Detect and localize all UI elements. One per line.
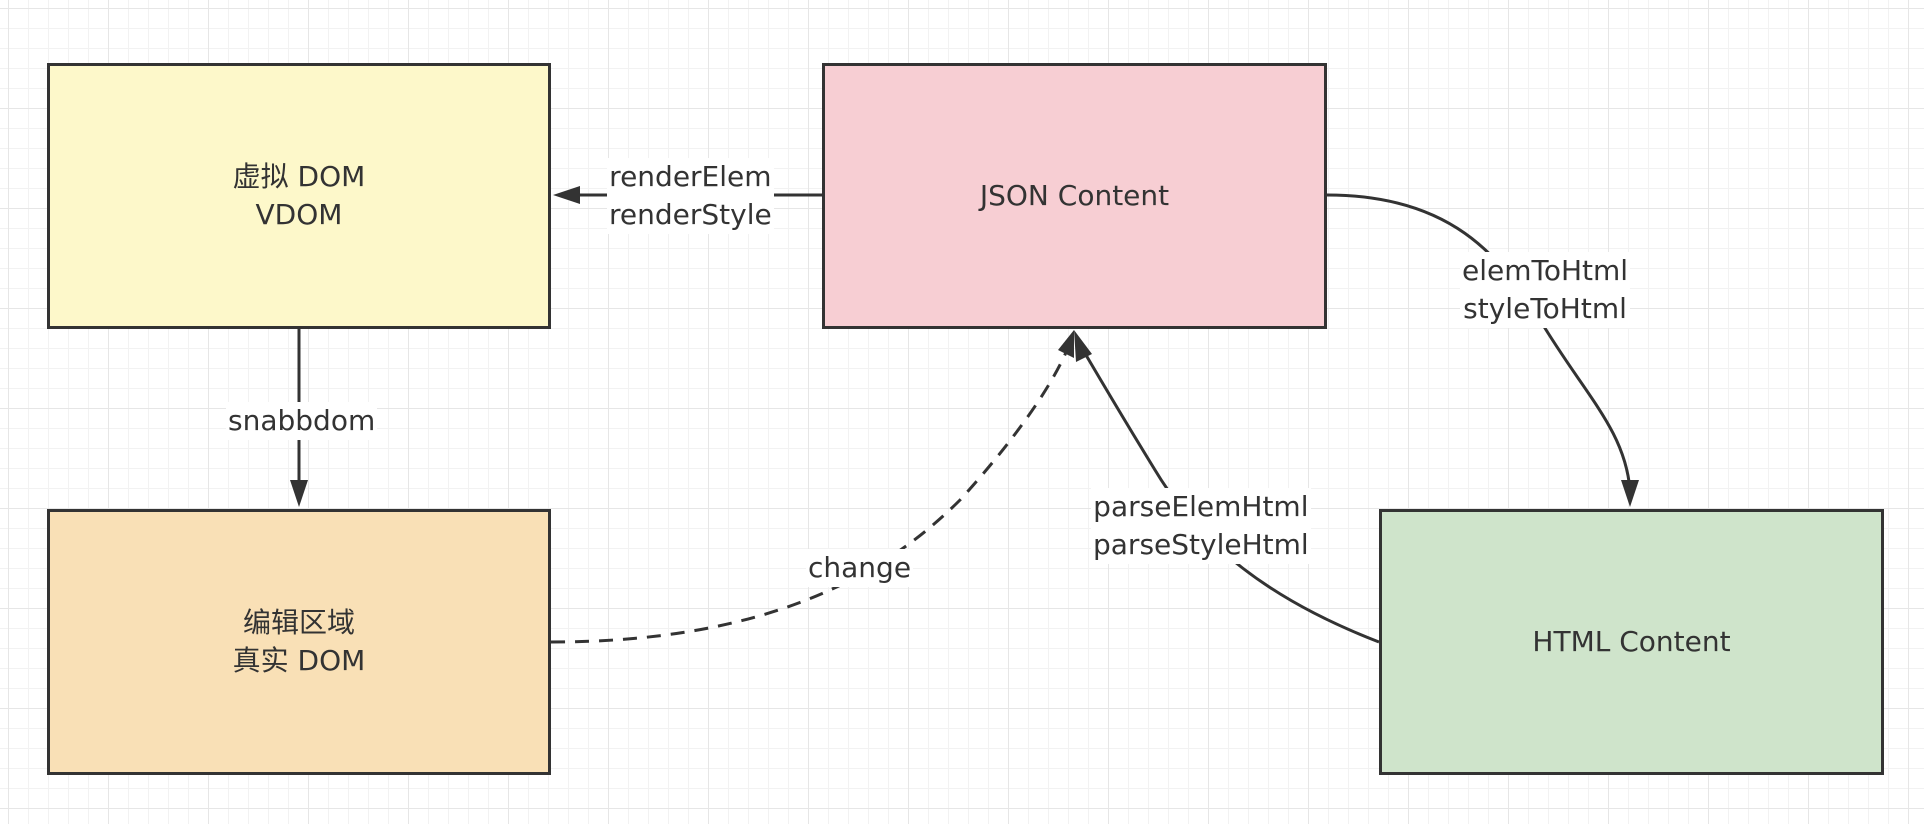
edge-edit-to-json (550, 349, 1069, 644)
arrowhead-vdom-to-edit (290, 480, 308, 507)
arrowhead-edit-to-json (1058, 330, 1074, 358)
edge-label-edit-to-json: change (806, 549, 914, 587)
edge-label-json-to-vdom: renderElem renderStyle (607, 158, 774, 234)
edge-label-html-to-json-line2: parseStyleHtml (1093, 528, 1309, 561)
arrowhead-json-to-html (1621, 480, 1639, 507)
edge-label-html-to-json: parseElemHtml parseStyleHtml (1091, 488, 1311, 564)
node-html-line1: HTML Content (1532, 625, 1731, 658)
arrowhead-html-to-json (1074, 330, 1092, 362)
edge-json-to-html (1326, 193, 1632, 491)
edge-label-json-to-vdom-line1: renderElem (609, 160, 772, 193)
edge-label-edit-to-json-line1: change (808, 551, 912, 584)
node-edit-line2: 真实 DOM (232, 644, 366, 677)
node-vdom: 虚拟 DOM VDOM (47, 63, 551, 329)
node-vdom-line2: VDOM (255, 198, 343, 231)
arrowhead-json-to-vdom (553, 186, 580, 204)
edge-label-json-to-html-line1: elemToHtml (1462, 254, 1629, 287)
edge-label-json-to-html: elemToHtml styleToHtml (1460, 252, 1631, 328)
node-edit-line1: 编辑区域 (242, 606, 355, 639)
edge-label-json-to-html-line2: styleToHtml (1463, 292, 1627, 325)
node-json-content: JSON Content (822, 63, 1327, 329)
edge-label-html-to-json-line1: parseElemHtml (1093, 490, 1309, 523)
edge-label-vdom-to-edit: snabbdom (226, 402, 378, 440)
edge-label-vdom-to-edit-line1: snabbdom (228, 404, 376, 437)
node-html-content: HTML Content (1379, 509, 1884, 775)
node-edit-area: 编辑区域 真实 DOM (47, 509, 551, 775)
edge-label-json-to-vdom-line2: renderStyle (609, 198, 772, 231)
node-vdom-line1: 虚拟 DOM (232, 160, 366, 193)
node-json-line1: JSON Content (979, 179, 1170, 212)
